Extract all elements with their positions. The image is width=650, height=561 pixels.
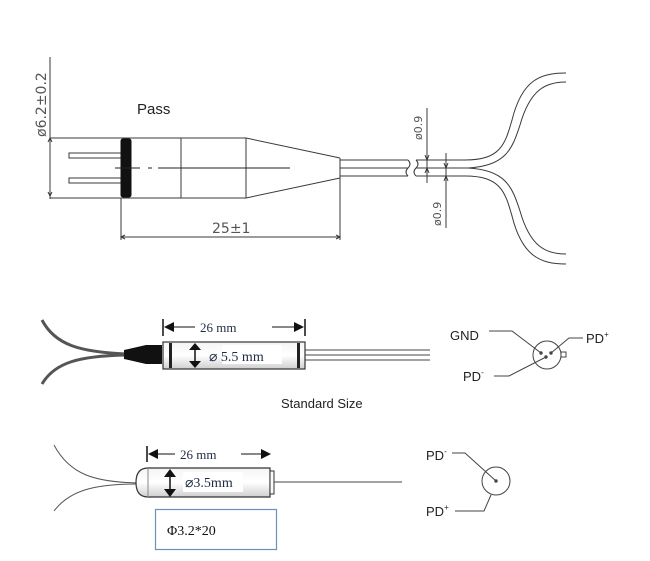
diameter-arrow-up — [189, 343, 201, 350]
dim-arrow-bottom — [47, 191, 53, 198]
cad-drawing — [47, 57, 567, 265]
body-band-left — [169, 343, 172, 368]
pin-bottom — [68, 177, 122, 184]
standard-size-drawing — [40, 319, 430, 385]
pigtail-top — [53, 444, 139, 484]
diameter-dimension-label: ø6.2±0.2 — [34, 72, 50, 137]
diameter-dimension-label-compact: ⌀3.5mm — [185, 476, 233, 491]
fiber-branch-bottom-inner — [467, 167, 567, 255]
pinout-circle — [481, 466, 511, 496]
taper-bottom — [245, 177, 341, 199]
dim-arrow-left — [119, 234, 126, 240]
length-arrow-right — [261, 449, 271, 459]
diameter-label-bg — [183, 472, 243, 492]
pigtail-bottom — [40, 353, 127, 385]
gnd-leader — [489, 330, 542, 354]
break-mark-left — [405, 159, 411, 177]
pigtail-bottom — [53, 483, 139, 512]
pass-label: Pass — [137, 101, 170, 118]
length-arrow-right — [294, 322, 304, 332]
diameter-arrow-down — [189, 361, 201, 368]
fiber-diameter-label-top: ø0.9 — [412, 116, 425, 140]
pd-minus-leader — [494, 356, 547, 377]
fiber-diameter-label-bottom: ø0.9 — [431, 202, 444, 226]
pd-minus-label: PD- — [463, 368, 484, 384]
size-box — [154, 508, 278, 551]
gnd-label: GND — [450, 328, 479, 343]
body-band-right — [297, 343, 300, 368]
body-end-cap — [269, 470, 275, 495]
fiber-dim-arrow — [424, 154, 430, 162]
fiber-branch-top-outer — [464, 72, 567, 161]
pd-plus-leader — [455, 494, 492, 512]
length-arrow-left — [148, 449, 158, 459]
fiber-dim-arrow — [443, 162, 449, 170]
pinout-diagram-standard — [489, 330, 583, 377]
pd-plus-leader — [550, 337, 583, 354]
pd-plus-label: PD+ — [586, 330, 609, 346]
pd-minus-label-compact: PD- — [426, 447, 447, 463]
fiber-dim-arrow — [424, 166, 430, 174]
pigtail-top — [40, 319, 127, 356]
length-dimension-label-compact: 26 mm — [180, 447, 216, 462]
diameter-label-bg — [222, 345, 282, 364]
pin-top — [68, 152, 122, 159]
standard-size-caption: Standard Size — [281, 396, 363, 411]
fiber-dim-arrow — [443, 174, 449, 182]
diameter-arrow-down — [164, 489, 176, 497]
compact-size-drawing — [53, 444, 402, 551]
length-dimension-label: 25±1 — [212, 221, 250, 237]
taper-top — [245, 137, 341, 159]
pinout-diagram-compact — [452, 452, 511, 512]
pd-minus-leader — [452, 452, 497, 482]
diameter-dimension-label-standard: ⌀ 5.5 mm — [209, 350, 264, 365]
size-box-label: Φ3.2*20 — [167, 524, 216, 539]
length-dimension-label-standard: 26 mm — [200, 320, 236, 335]
fiber-branch-bottom-outer — [464, 175, 567, 265]
pinout-circle — [532, 340, 562, 370]
diameter-arrow-up — [164, 469, 176, 477]
fiber-branch-top-inner — [467, 81, 567, 169]
dim-arrow-right — [335, 234, 342, 240]
cable-boot — [124, 345, 162, 364]
length-arrow-left — [164, 322, 174, 332]
pinout-tab — [560, 351, 567, 358]
pd-plus-label-compact: PD+ — [426, 503, 449, 519]
